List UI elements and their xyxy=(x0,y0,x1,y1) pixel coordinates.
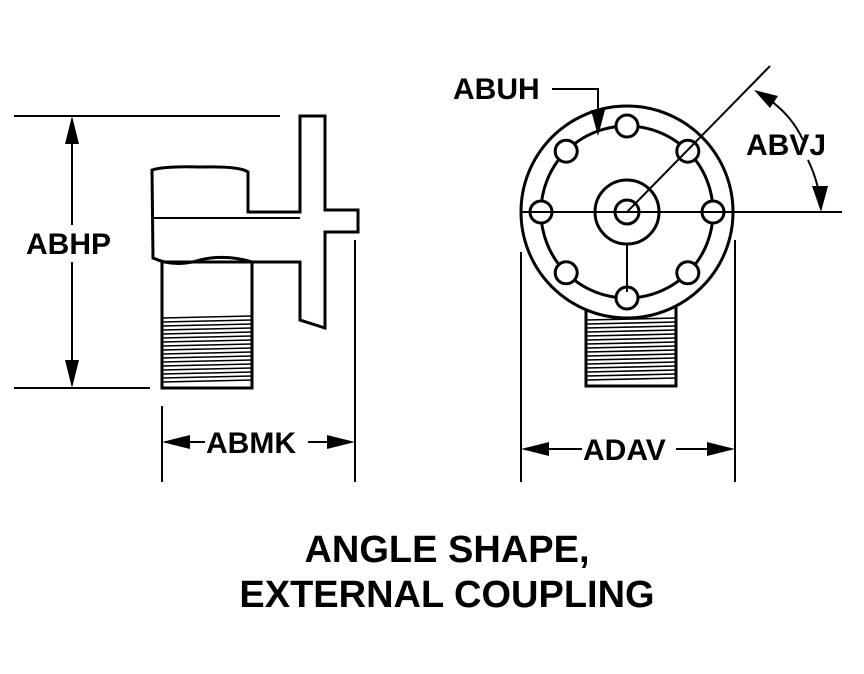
thread-line xyxy=(161,315,253,319)
adav-arrow-left xyxy=(521,442,549,456)
thread-line xyxy=(161,335,253,339)
thread-line xyxy=(161,339,253,343)
abuh-label: ABUH xyxy=(453,73,540,106)
thread-line xyxy=(585,329,677,333)
thread-line xyxy=(161,343,253,347)
thread-line xyxy=(161,327,253,331)
thread-line xyxy=(585,345,677,349)
abvj-arrow-top xyxy=(754,90,778,108)
end-view: ABUH ABVJ ADAV xyxy=(453,65,842,482)
abuh-leader xyxy=(552,88,599,112)
thread-line xyxy=(161,375,253,379)
bolt-hole xyxy=(553,138,579,164)
thread-line xyxy=(585,337,677,341)
thread-line xyxy=(585,349,677,353)
abuh-arrow xyxy=(591,110,605,136)
thread-line xyxy=(585,377,677,381)
abmk-arrow-left xyxy=(162,435,190,449)
nipple-threads xyxy=(161,315,253,383)
caption-line-2: EXTERNAL COUPLING xyxy=(239,574,654,616)
thread-line xyxy=(161,319,253,323)
thread-line xyxy=(161,351,253,355)
angled-centerline xyxy=(626,65,771,213)
threaded-nipple xyxy=(160,260,254,390)
abmk-label: ABMK xyxy=(206,427,296,460)
thread-line xyxy=(161,371,253,375)
end-threads xyxy=(585,317,677,381)
thread-line xyxy=(585,321,677,325)
bolt-hole xyxy=(614,113,640,139)
thread-line xyxy=(161,331,253,335)
abhp-label: ABHP xyxy=(26,228,111,261)
abvj-label: ABVJ xyxy=(746,129,826,162)
thread-line xyxy=(161,323,253,327)
thread-line xyxy=(585,357,677,361)
thread-line xyxy=(585,341,677,345)
abmk-arrow-right xyxy=(327,435,355,449)
abhp-arrow-bottom xyxy=(65,360,79,388)
adav-arrow-right xyxy=(707,442,735,456)
bolt-hole xyxy=(553,260,579,286)
bolt-hole xyxy=(675,260,701,286)
elbow-body xyxy=(150,114,360,331)
thread-line xyxy=(585,361,677,365)
thread-line xyxy=(585,373,677,377)
thread-line xyxy=(161,355,253,359)
abhp-arrow-top xyxy=(65,116,79,144)
caption-line-1: ANGLE SHAPE, xyxy=(304,529,589,571)
adav-label: ADAV xyxy=(583,434,666,467)
side-view: ABHP ABMK xyxy=(14,114,360,482)
thread-line xyxy=(585,365,677,369)
thread-line xyxy=(585,353,677,357)
abvj-arrow-bottom xyxy=(812,186,828,212)
thread-line xyxy=(585,325,677,329)
thread-line xyxy=(161,359,253,363)
thread-line xyxy=(161,379,253,383)
thread-line xyxy=(585,369,677,373)
thread-line xyxy=(161,347,253,351)
thread-line xyxy=(585,333,677,337)
thread-line xyxy=(161,363,253,367)
thread-line xyxy=(161,367,253,371)
